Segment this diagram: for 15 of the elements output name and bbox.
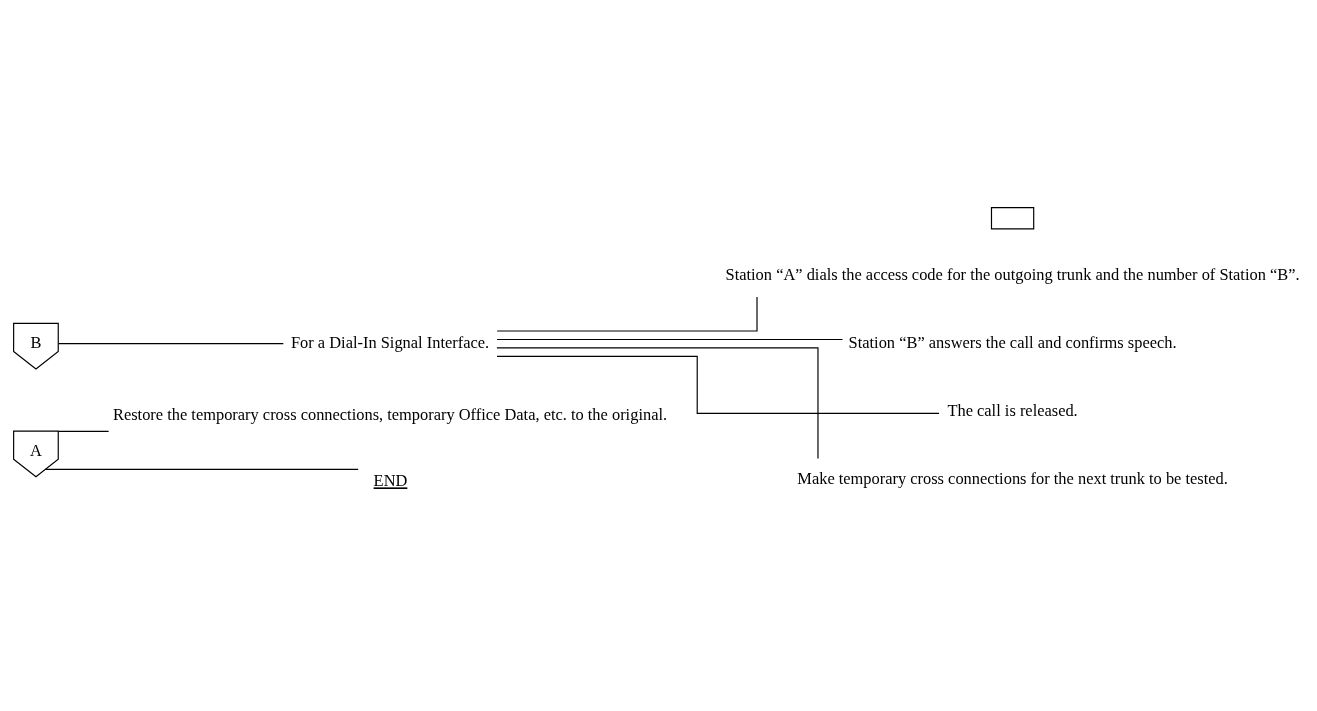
node-text: Make temporary cross connections for the next trunk to be tested.	[797, 468, 1228, 488]
connector	[496, 346, 819, 459]
connector	[496, 295, 758, 332]
node-text: END	[373, 470, 408, 490]
connector	[496, 338, 844, 340]
node-text: Station “A” dials the access code for the outgoing trunk and the number of Station “B”.	[725, 264, 1300, 284]
node-box	[990, 206, 1035, 229]
node-text: The call is released.	[947, 400, 1078, 420]
connector	[44, 468, 359, 470]
node-text: For a Dial-In Signal Interface.	[290, 332, 490, 352]
node-text: Station “B” answers the call and confirms speech.	[848, 332, 1177, 352]
node-text: Restore the temporary cross connections, temporary Office Data, etc. to the original.	[112, 404, 668, 424]
connector	[58, 342, 284, 344]
connector	[496, 355, 940, 414]
connector	[58, 430, 110, 432]
